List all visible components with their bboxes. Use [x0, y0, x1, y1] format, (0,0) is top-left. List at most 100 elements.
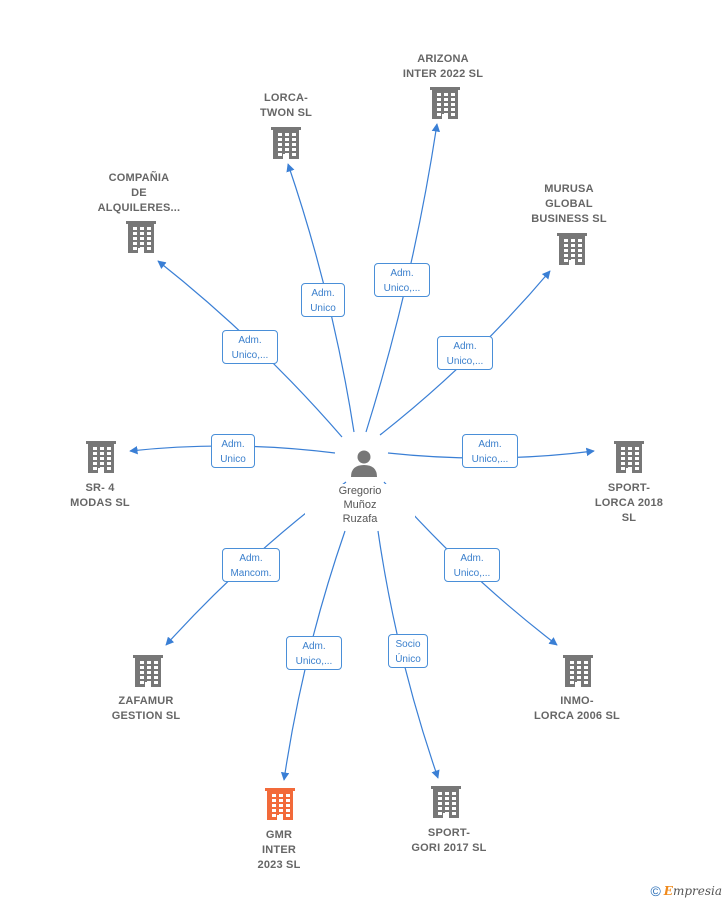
building-icon-roof — [126, 221, 156, 224]
building-icon-window — [140, 242, 144, 245]
building-icon[interactable] — [265, 788, 295, 820]
brand-initial: E — [663, 884, 673, 898]
building-icon-window — [278, 143, 282, 146]
building-icon-window — [445, 802, 449, 805]
building-icon-window — [147, 242, 151, 245]
building-icon-window — [571, 249, 575, 252]
building-icon-window — [584, 676, 588, 679]
building-icon-window — [438, 802, 442, 805]
building-icon-window — [147, 671, 151, 674]
role-box-murusa[interactable]: Adm. Unico,... — [437, 336, 493, 370]
building-icon-window — [93, 452, 97, 455]
building-icon-window — [570, 661, 574, 664]
building-icon[interactable] — [86, 441, 116, 473]
building-icon-window — [285, 143, 289, 146]
building-icon-window — [570, 666, 574, 669]
building-icon-window — [571, 254, 575, 257]
building-icon-window — [286, 799, 290, 802]
building-icon-window — [452, 802, 456, 805]
building-icon-window — [444, 98, 448, 101]
building-icon-window — [444, 108, 448, 111]
building-icon-window — [140, 232, 144, 235]
building-icon-window — [107, 457, 111, 460]
building-icon[interactable] — [431, 786, 461, 818]
building-icon-window — [154, 676, 158, 679]
role-box-compania[interactable]: Adm. Unico,... — [222, 330, 278, 364]
person-body — [351, 465, 377, 477]
person-icon[interactable] — [351, 450, 377, 478]
building-icon-window — [154, 661, 158, 664]
building-icon[interactable] — [557, 233, 587, 265]
building-icon-roof — [265, 788, 295, 791]
building-icon-window — [438, 797, 442, 800]
building-icon-door — [277, 815, 283, 820]
role-box-inmo[interactable]: Adm. Unico,... — [444, 548, 500, 582]
building-icon-window — [140, 676, 144, 679]
building-icon-window — [635, 457, 639, 460]
role-box-sr4[interactable]: Adm. Unico — [211, 434, 255, 468]
building-icon-window — [140, 671, 144, 674]
building-icon-window — [286, 794, 290, 797]
building-icon-window — [279, 794, 283, 797]
building-icon[interactable] — [126, 221, 156, 253]
building-icon-window — [577, 661, 581, 664]
building-icon-window — [628, 452, 632, 455]
building-icon[interactable] — [271, 127, 301, 159]
nodes — [86, 87, 644, 820]
role-box-lorca-twon[interactable]: Adm. Unico — [301, 283, 345, 317]
building-icon-window — [285, 148, 289, 151]
building-icon-window — [578, 244, 582, 247]
company-name-sport-gori[interactable]: SPORT- GORI 2017 SL — [411, 827, 487, 854]
company-name-sport-lorca[interactable]: SPORT- LORCA 2018 SL — [594, 482, 664, 524]
building-icon-window — [570, 681, 574, 684]
building-icon-window — [272, 794, 276, 797]
building-icon[interactable] — [563, 655, 593, 687]
building-icon-window — [154, 666, 158, 669]
building-icon-door — [575, 682, 581, 687]
company-name-inmo[interactable]: INMO- LORCA 2006 SL — [534, 695, 620, 722]
building-icon-window — [147, 237, 151, 240]
building-icon-window — [451, 98, 455, 101]
building-icon-window — [621, 452, 625, 455]
company-name-murusa[interactable]: MURUSA GLOBAL BUSINESS SL — [531, 183, 607, 225]
building-icon-window — [571, 244, 575, 247]
building-icon-window — [292, 148, 296, 151]
building-icon-window — [571, 239, 575, 242]
company-name-compania[interactable]: COMPAÑIA DE ALQUILERES... — [97, 172, 181, 214]
building-icon-window — [437, 98, 441, 101]
building-icon-window — [133, 237, 137, 240]
building-icon-roof — [431, 786, 461, 789]
building-icon-window — [578, 249, 582, 252]
company-name-arizona[interactable]: ARIZONA INTER 2022 SL — [402, 53, 484, 80]
role-box-zafamur[interactable]: Adm. Mancom. — [222, 548, 280, 582]
company-name-lorca-twon[interactable]: LORCA- TWON SL — [259, 92, 313, 119]
building-icon-window — [107, 447, 111, 450]
person-name[interactable]: Gregorio Muñoz Ruzafa — [305, 484, 415, 526]
building-icon-window — [451, 93, 455, 96]
building-icon-window — [564, 249, 568, 252]
building-icon[interactable] — [133, 655, 163, 687]
building-icon-window — [93, 457, 97, 460]
role-box-sport-lorca[interactable]: Adm. Unico,... — [462, 434, 518, 468]
building-icon-window — [133, 247, 137, 250]
building-icon[interactable] — [614, 441, 644, 473]
building-icon-window — [452, 807, 456, 810]
company-name-gmr[interactable]: GMR INTER 2023 SL — [257, 829, 301, 871]
building-icon-window — [628, 447, 632, 450]
building-icon-window — [635, 447, 639, 450]
building-icon-window — [147, 227, 151, 230]
building-icon-roof — [557, 233, 587, 236]
company-name-zafamur[interactable]: ZAFAMUR GESTION SL — [111, 695, 181, 722]
building-icon-window — [452, 812, 456, 815]
role-box-gmr[interactable]: Adm. Unico,... — [286, 636, 342, 670]
building-icon-window — [285, 138, 289, 141]
role-box-sport-gori[interactable]: Socio Único — [388, 634, 428, 668]
building-icon-window — [564, 239, 568, 242]
building-icon-window — [292, 138, 296, 141]
building-icon-window — [292, 153, 296, 156]
role-box-arizona[interactable]: Adm. Unico,... — [374, 263, 430, 297]
building-icon-window — [279, 804, 283, 807]
company-name-sr4[interactable]: SR- 4 MODAS SL — [70, 482, 130, 509]
building-icon-window — [279, 799, 283, 802]
building-icon[interactable] — [430, 87, 460, 119]
